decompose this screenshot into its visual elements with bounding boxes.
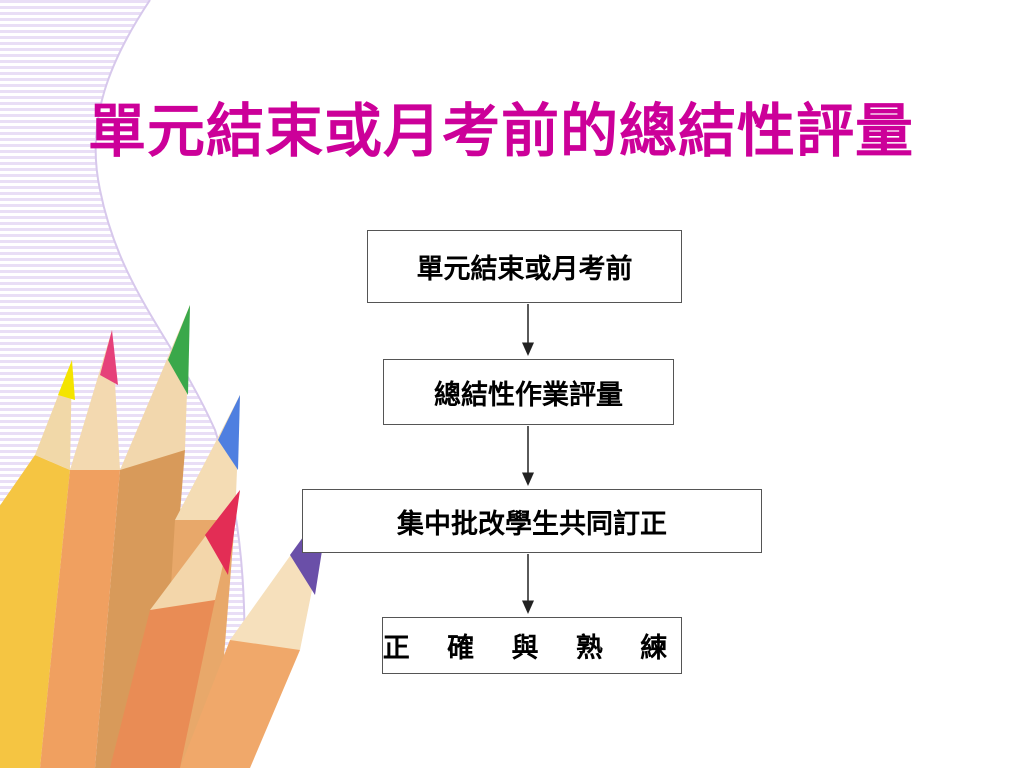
slide-title: 單元結束或月考前的總結性評量 <box>88 97 915 165</box>
panel-curve-edge <box>94 0 246 768</box>
flow-step-2: 總結性作業評量 <box>383 359 674 425</box>
flow-step-1: 單元結束或月考前 <box>367 230 682 303</box>
flow-step-3: 集中批改學生共同訂正 <box>302 489 762 553</box>
flow-step-4: 正 確 與 熟 練 <box>382 617 682 674</box>
